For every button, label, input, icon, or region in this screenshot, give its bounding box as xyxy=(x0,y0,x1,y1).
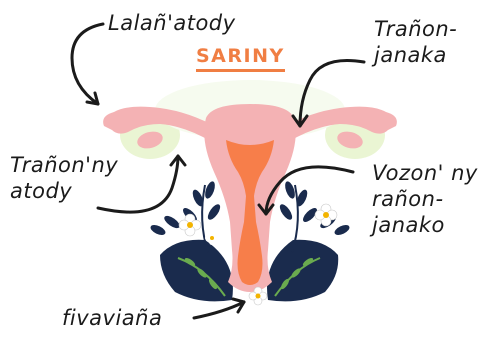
label-ovary: Lalañ'atody xyxy=(108,10,236,36)
label-uterus-line1: Trañon- xyxy=(374,16,457,42)
label-cervix-line2: rañon- xyxy=(372,186,478,212)
label-vagina: fivaviaña xyxy=(62,305,162,331)
label-uterus: Trañon- janaka xyxy=(374,16,457,68)
label-uterus-line2: janaka xyxy=(374,42,457,68)
label-fallopian-line1: Trañon'ny xyxy=(10,152,118,178)
label-fallopian-line2: atody xyxy=(10,178,118,204)
arrow-ovary xyxy=(72,24,103,104)
arrow-vagina xyxy=(194,299,244,318)
label-vagina-text: fivaviaña xyxy=(62,306,162,330)
label-cervix-line1: Vozon' ny xyxy=(372,160,478,186)
diagram-title: SARINY xyxy=(196,44,285,72)
label-cervix: Vozon' ny rañon- janako xyxy=(372,160,478,238)
label-fallopian-tube: Trañon'ny atody xyxy=(10,152,118,204)
label-ovary-text: Lalañ'atody xyxy=(108,11,236,35)
label-cervix-line3: janako xyxy=(372,212,478,238)
